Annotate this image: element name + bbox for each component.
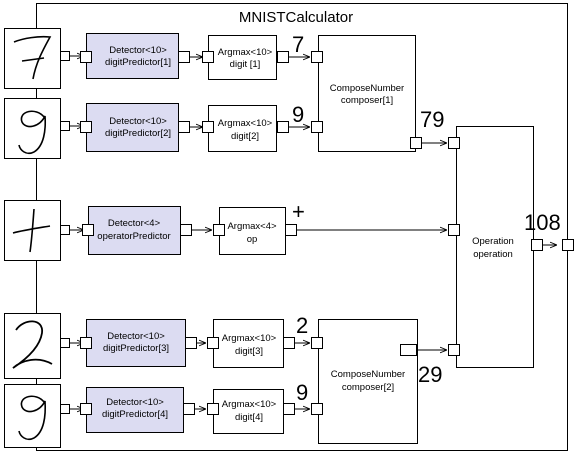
detector-box-1	[86, 33, 179, 79]
input-image-2	[4, 98, 61, 159]
operation-box	[456, 126, 534, 368]
detector-label-name: digitPredictor[1]	[105, 57, 171, 68]
port	[178, 121, 190, 133]
argmax-label-type: Argmax<10>	[218, 118, 273, 129]
argmax-output-value: 9	[296, 380, 308, 405]
operation-output-value: 108	[524, 210, 561, 235]
port	[80, 337, 92, 349]
port	[311, 121, 323, 133]
composer-label-name: composer[1]	[341, 95, 393, 106]
input-port	[60, 51, 70, 61]
composer-1: ComposeNumber composer[1] 79	[311, 35, 447, 152]
port	[202, 51, 214, 63]
handwritten-9-glyph	[18, 395, 47, 441]
detector-label-name: digitPredictor[4]	[102, 409, 168, 420]
input-port	[60, 121, 70, 131]
detector-label-type: Detector<10>	[109, 116, 167, 127]
port	[202, 121, 214, 133]
output-port	[562, 239, 574, 251]
port	[185, 337, 197, 349]
port	[80, 403, 92, 415]
argmax-label-name: digit[3]	[235, 346, 263, 357]
port	[80, 51, 92, 63]
port	[180, 224, 192, 236]
port	[207, 403, 219, 415]
handwritten-7-glyph	[13, 35, 52, 80]
operation-block: Operation operation 108	[448, 126, 574, 368]
operation-label-name: operation	[473, 249, 513, 260]
input-port	[60, 338, 70, 348]
port	[277, 121, 289, 133]
port	[80, 121, 92, 133]
port	[311, 337, 323, 349]
detector-label-type: Detector<4>	[108, 218, 161, 229]
port	[285, 224, 297, 236]
detector-label-name: digitPredictor[2]	[105, 128, 171, 139]
port	[448, 224, 460, 236]
detector-label-type: Detector<10>	[109, 45, 167, 56]
port	[283, 337, 295, 349]
port	[448, 344, 460, 356]
detector-label-name: operatorPredictor	[97, 231, 170, 242]
port	[400, 344, 417, 356]
argmax-output-value: 7	[292, 32, 304, 57]
argmax-output-value: 9	[292, 102, 304, 127]
argmax-label-name: digit [1]	[230, 59, 261, 70]
port	[410, 137, 422, 149]
operation-label-type: Operation	[472, 236, 514, 247]
handwritten-2-glyph	[12, 320, 53, 369]
row-3: Detector<4> operatorPredictor Argmax<4> …	[4, 199, 447, 261]
row-2: Detector<10> digitPredictor[2] Argmax<10…	[4, 98, 310, 159]
argmax-box-2	[208, 105, 277, 152]
port	[213, 224, 225, 236]
row-1: Detector<10> digitPredictor[1] Argmax<10…	[4, 28, 310, 89]
argmax-label-type: Argmax<10>	[218, 47, 273, 58]
composer-label-name: composer[2]	[342, 382, 394, 393]
composer-2: ComposeNumber composer[2] 29	[311, 319, 447, 444]
row-4: Detector<10> digitPredictor[3] Argmax<10…	[4, 313, 310, 379]
argmax-label-type: Argmax<10>	[222, 399, 277, 410]
detector-box-4	[86, 319, 186, 367]
composer-output-value: 79	[420, 107, 444, 132]
port	[283, 403, 295, 415]
composer-box-2	[318, 319, 418, 444]
argmax-label-name: op	[247, 234, 258, 245]
port	[448, 137, 460, 149]
input-image-5	[4, 384, 61, 448]
row-5: Detector<10> digitPredictor[4] Argmax<10…	[4, 380, 310, 448]
input-port	[60, 404, 70, 414]
argmax-box-4	[213, 319, 284, 368]
argmax-output-value: +	[292, 199, 305, 224]
composer-box-1	[318, 35, 416, 152]
argmax-label-type: Argmax<4>	[227, 221, 277, 232]
argmax-label-type: Argmax<10>	[222, 333, 277, 344]
argmax-label-name: digit[2]	[231, 131, 259, 142]
input-port	[60, 225, 70, 235]
composer-label-type: ComposeNumber	[330, 83, 404, 94]
input-image-4	[4, 313, 61, 379]
composer-label-type: ComposeNumber	[331, 369, 405, 380]
port	[531, 239, 543, 251]
port	[82, 224, 94, 236]
handwritten-plus-glyph	[12, 225, 51, 234]
diagram-title: MNISTCalculator	[239, 9, 353, 26]
port	[311, 403, 323, 415]
port	[277, 51, 289, 63]
port	[178, 51, 190, 63]
detector-label-name: digitPredictor[3]	[103, 343, 169, 354]
detector-label-type: Detector<10>	[107, 331, 165, 342]
detector-label-type: Detector<10>	[106, 397, 164, 408]
handwritten-9-glyph	[18, 110, 47, 155]
argmax-box-3	[219, 207, 286, 255]
port	[311, 51, 323, 63]
argmax-box-1	[208, 35, 277, 80]
argmax-label-name: digit[4]	[235, 412, 263, 423]
composer-output-value: 29	[418, 362, 442, 387]
port	[207, 337, 219, 349]
port	[183, 403, 195, 415]
argmax-output-value: 2	[296, 313, 308, 338]
